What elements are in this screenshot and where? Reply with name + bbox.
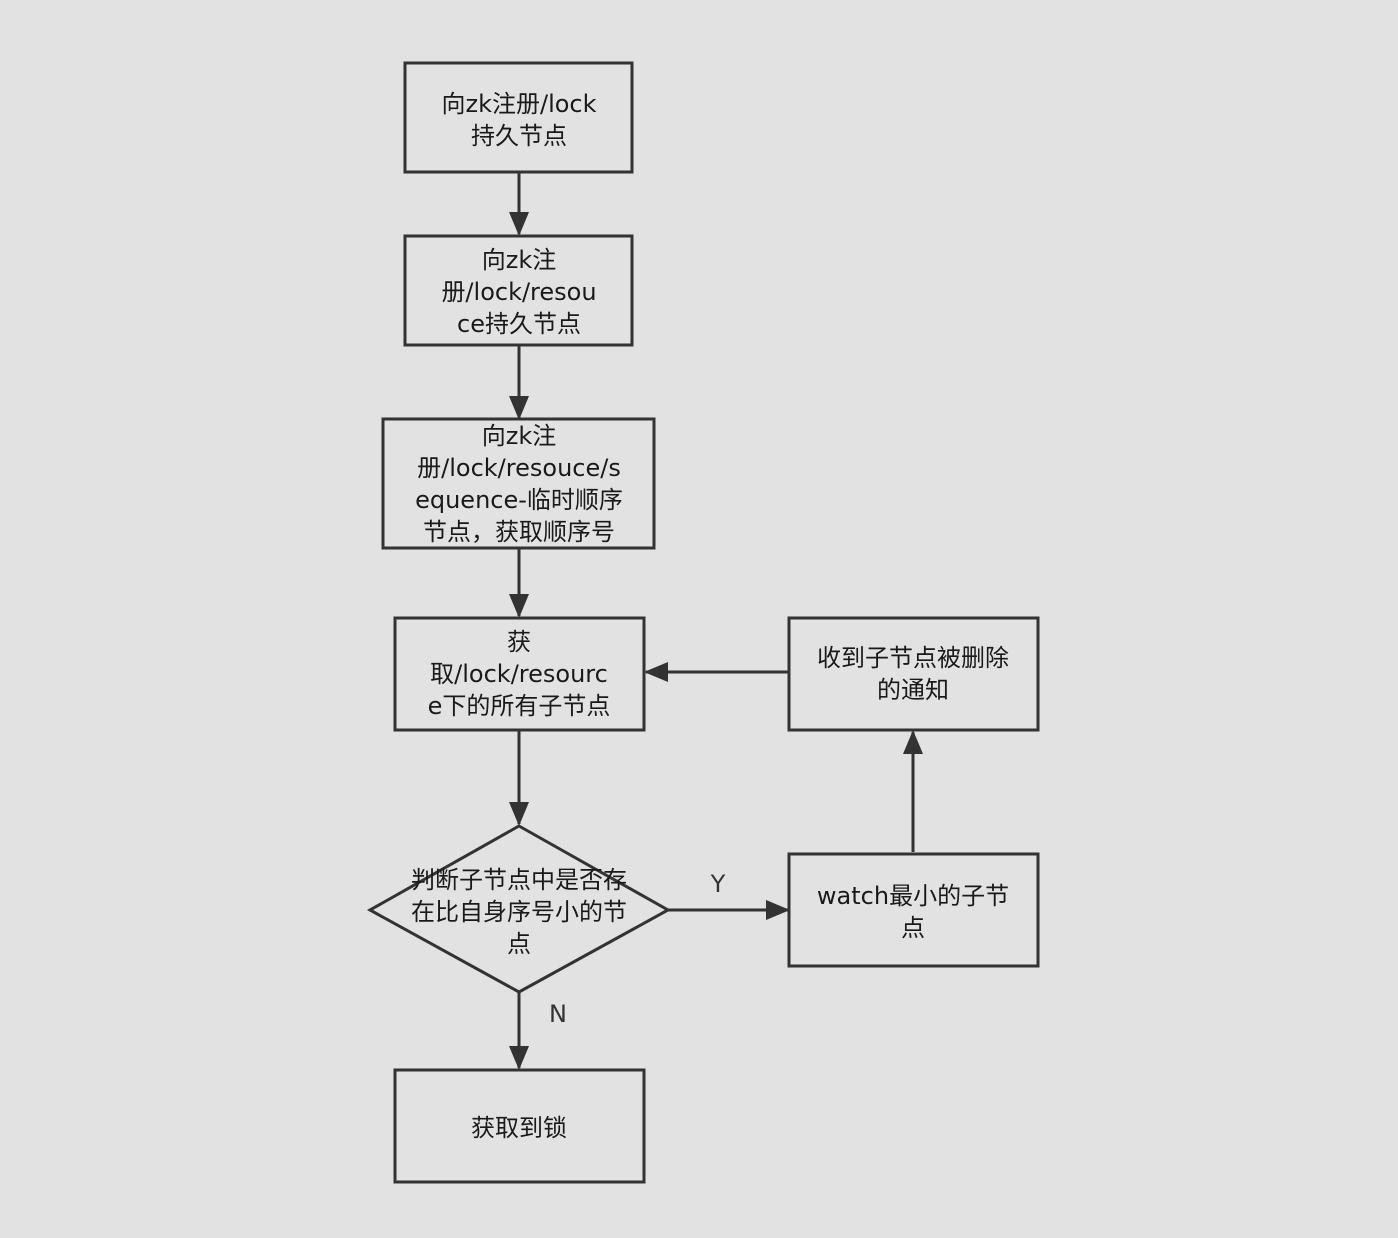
node-acquire-lock: 获取到锁 bbox=[393, 1068, 646, 1184]
node-text-line: 判断子节点中是否存 bbox=[411, 866, 627, 894]
node-text-line: 取/lock/resourc bbox=[430, 660, 608, 688]
node-text-line: 向zk注册/lock bbox=[441, 90, 596, 118]
node-text-line: 节点，获取顺序号 bbox=[423, 518, 615, 546]
node-text-line: 点 bbox=[901, 914, 925, 942]
node-text-line: 持久节点 bbox=[471, 122, 567, 150]
node-text-line: 向zk注 bbox=[482, 246, 557, 274]
edge-label-yes: Y bbox=[710, 870, 726, 898]
node-text-line: 点 bbox=[507, 930, 531, 958]
node-text-line: 收到子节点被删除 bbox=[817, 644, 1009, 672]
node-text-line: 的通知 bbox=[877, 676, 949, 704]
node-text-line: 册/lock/resouce/s bbox=[417, 454, 621, 482]
node-watch-smallest: watch最小的子节 点 bbox=[787, 852, 1040, 968]
node-register-sequence: 向zk注 册/lock/resouce/s equence-临时顺序 节点，获取… bbox=[381, 417, 656, 550]
node-text-line: e下的所有子节点 bbox=[428, 692, 611, 720]
node-text-line: ce持久节点 bbox=[457, 310, 581, 338]
node-check-smaller: 判断子节点中是否存 在比自身序号小的节 点 bbox=[366, 824, 672, 994]
node-register-resource: 向zk注 册/lock/resou ce持久节点 bbox=[403, 234, 634, 347]
node-register-lock: 向zk注册/lock 持久节点 bbox=[403, 61, 634, 174]
node-text-line: 向zk注 bbox=[482, 422, 557, 450]
edge-label-no: N bbox=[549, 1000, 567, 1028]
node-text-line: equence-临时顺序 bbox=[415, 486, 623, 514]
node-text-line: watch最小的子节 bbox=[817, 882, 1009, 910]
node-get-children: 获 取/lock/resourc e下的所有子节点 bbox=[393, 616, 646, 732]
node-text-line: 在比自身序号小的节 bbox=[411, 898, 627, 926]
node-text-line: 获取到锁 bbox=[471, 1114, 567, 1142]
node-text-line: 获 bbox=[507, 628, 531, 656]
node-text-line: 册/lock/resou bbox=[441, 278, 596, 306]
node-receive-delete: 收到子节点被删除 的通知 bbox=[787, 616, 1040, 732]
